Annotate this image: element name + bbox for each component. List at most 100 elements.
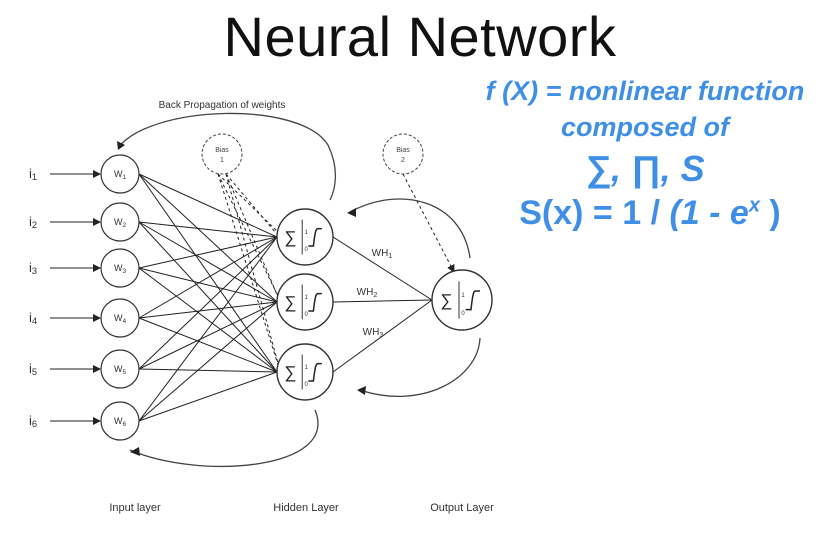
input-node-5 bbox=[100, 349, 140, 389]
output-neuron-activation-bottom: 0 bbox=[461, 311, 465, 317]
arrowhead-mid-top bbox=[347, 208, 356, 217]
connection-input-3-hidden-2 bbox=[138, 267, 278, 303]
back-propagation-label: Back Propagation of weights bbox=[159, 100, 286, 111]
bias-1-connection-2 bbox=[217, 173, 280, 299]
connection-hidden-1-output bbox=[332, 236, 433, 301]
bias-2-value: 2 bbox=[401, 157, 405, 164]
connection-input-6-hidden-1 bbox=[138, 236, 278, 422]
connection-input-3-hidden-3 bbox=[138, 267, 278, 373]
formula-line-3: ∑, ∏, S bbox=[585, 148, 705, 189]
bias-1-connection-3 bbox=[217, 173, 280, 369]
hidden-neuron-3-activation-top: 1 bbox=[304, 365, 308, 371]
feedback-arrowheads bbox=[117, 141, 366, 456]
connections bbox=[138, 173, 455, 422]
connection-input-5-hidden-2 bbox=[138, 301, 278, 370]
input-label-6: i6 bbox=[29, 413, 37, 429]
bias-2-node bbox=[382, 133, 424, 175]
hidden-neuron-2-sigmoid-curve bbox=[308, 292, 322, 312]
input-label-3: i3 bbox=[29, 260, 37, 276]
connection-input-5-hidden-3 bbox=[138, 368, 278, 373]
nodes: i1 W1 i2 W2 i3 W3 i4 W4 i5 W5 i6 W6 Bias 1 Bias 2 ∑ 1 0 ∑ 1 0… bbox=[29, 133, 493, 441]
page-title: Neural Network bbox=[223, 5, 617, 68]
connection-input-1-hidden-1 bbox=[138, 173, 278, 238]
connection-input-3-hidden-1 bbox=[138, 236, 278, 269]
hidden-neuron-1-activation-top: 1 bbox=[304, 230, 308, 236]
input-label-5: i5 bbox=[29, 361, 37, 377]
connection-input-2-hidden-1 bbox=[138, 221, 278, 238]
connection-input-2-hidden-2 bbox=[138, 221, 278, 303]
back-propagation-arc-top bbox=[117, 112, 337, 201]
hidden-neuron-2 bbox=[276, 273, 334, 331]
formula-line-1: f (X) = nonlinear function bbox=[485, 76, 805, 106]
formula-line-2: composed of bbox=[560, 112, 729, 142]
connection-hidden-3-output bbox=[332, 299, 433, 373]
hidden-neuron-1-sigmoid-curve bbox=[308, 227, 322, 247]
connection-input-1-hidden-3 bbox=[138, 173, 278, 373]
back-propagation-arc-bottom bbox=[129, 409, 319, 468]
hidden-neuron-3-sum-symbol: ∑ bbox=[284, 363, 296, 382]
formula-line-4-exponent: x bbox=[748, 194, 760, 217]
input-weight-label-3: W3 bbox=[114, 263, 127, 275]
input-weight-label-4: W4 bbox=[114, 313, 127, 325]
input-label-2: i2 bbox=[29, 214, 37, 230]
output-feedback-arc-bottom bbox=[359, 337, 481, 397]
input-weight-label-5: W5 bbox=[114, 364, 127, 376]
hidden-weight-label-2: WH2 bbox=[357, 287, 378, 299]
output-neuron-sum-symbol: ∑ bbox=[440, 291, 452, 310]
input-label-1: i1 bbox=[29, 166, 37, 182]
hidden-weight-label-1: WH1 bbox=[372, 248, 393, 260]
connection-input-4-hidden-2 bbox=[138, 301, 278, 319]
bias-1-value: 1 bbox=[220, 157, 224, 164]
layer-label-input: Input layer bbox=[109, 502, 161, 514]
hidden-weight-label-3: WH3 bbox=[363, 327, 384, 339]
bias-1-connection-1 bbox=[217, 173, 280, 234]
output-neuron-sigmoid-curve bbox=[465, 290, 480, 311]
input-node-1 bbox=[100, 154, 140, 194]
feedback-arcs bbox=[117, 112, 481, 468]
hidden-neuron-3 bbox=[276, 343, 334, 401]
input-node-4 bbox=[100, 298, 140, 338]
hidden-neuron-3-sigmoid-curve bbox=[308, 362, 322, 382]
bias-1-connection-b-1 bbox=[225, 173, 282, 240]
arrowhead-top-left bbox=[117, 141, 125, 150]
input-weight-label-6: W6 bbox=[114, 416, 127, 428]
input-weight-label-1: W1 bbox=[114, 169, 127, 181]
hidden-neuron-2-sum-symbol: ∑ bbox=[284, 293, 296, 312]
bias-2-label: Bias bbox=[396, 147, 410, 154]
input-node-6 bbox=[100, 401, 140, 441]
hidden-neuron-1-sum-symbol: ∑ bbox=[284, 228, 296, 247]
connection-hidden-2-output bbox=[332, 299, 433, 303]
bias-1-connection-b-3 bbox=[225, 173, 282, 375]
connection-input-4-hidden-3 bbox=[138, 317, 278, 373]
formula-line-4-close: ) bbox=[759, 194, 781, 232]
hidden-neuron-1 bbox=[276, 208, 334, 266]
input-node-3 bbox=[100, 248, 140, 288]
connection-input-6-hidden-3 bbox=[138, 371, 278, 422]
output-feedback-arc-top bbox=[349, 198, 471, 259]
bias-1-label: Bias bbox=[215, 147, 229, 154]
layer-label-output: Output Layer bbox=[430, 502, 494, 514]
arrowhead-bottom-left bbox=[130, 447, 140, 456]
connection-input-2-hidden-3 bbox=[138, 221, 278, 373]
connection-input-6-hidden-2 bbox=[138, 301, 278, 422]
connection-input-4-hidden-1 bbox=[138, 236, 278, 319]
hidden-neuron-3-activation-bottom: 0 bbox=[304, 382, 308, 388]
input-node-2 bbox=[100, 202, 140, 242]
hidden-neuron-1-activation-bottom: 0 bbox=[304, 247, 308, 253]
connection-input-1-hidden-2 bbox=[138, 173, 278, 303]
hidden-neuron-2-activation-top: 1 bbox=[304, 295, 308, 301]
arrowhead-mid-bottom bbox=[357, 386, 366, 395]
connection-input-5-hidden-1 bbox=[138, 236, 278, 370]
output-neuron-activation-top: 1 bbox=[461, 293, 465, 299]
layer-label-hidden: Hidden Layer bbox=[273, 502, 339, 514]
bias-1-node bbox=[201, 133, 243, 175]
hidden-neuron-2-activation-bottom: 0 bbox=[304, 312, 308, 318]
input-label-4: i4 bbox=[29, 310, 37, 326]
output-neuron bbox=[431, 269, 493, 331]
formula-line-4-prefix: S(x) = 1 / bbox=[519, 194, 670, 232]
formula-line-4: S(x) = 1 / (1 - ex ) bbox=[490, 194, 810, 233]
formula-line-4-paren: (1 - e bbox=[669, 194, 749, 232]
input-weight-label-2: W2 bbox=[114, 217, 127, 229]
bias-2-connection bbox=[402, 173, 455, 273]
